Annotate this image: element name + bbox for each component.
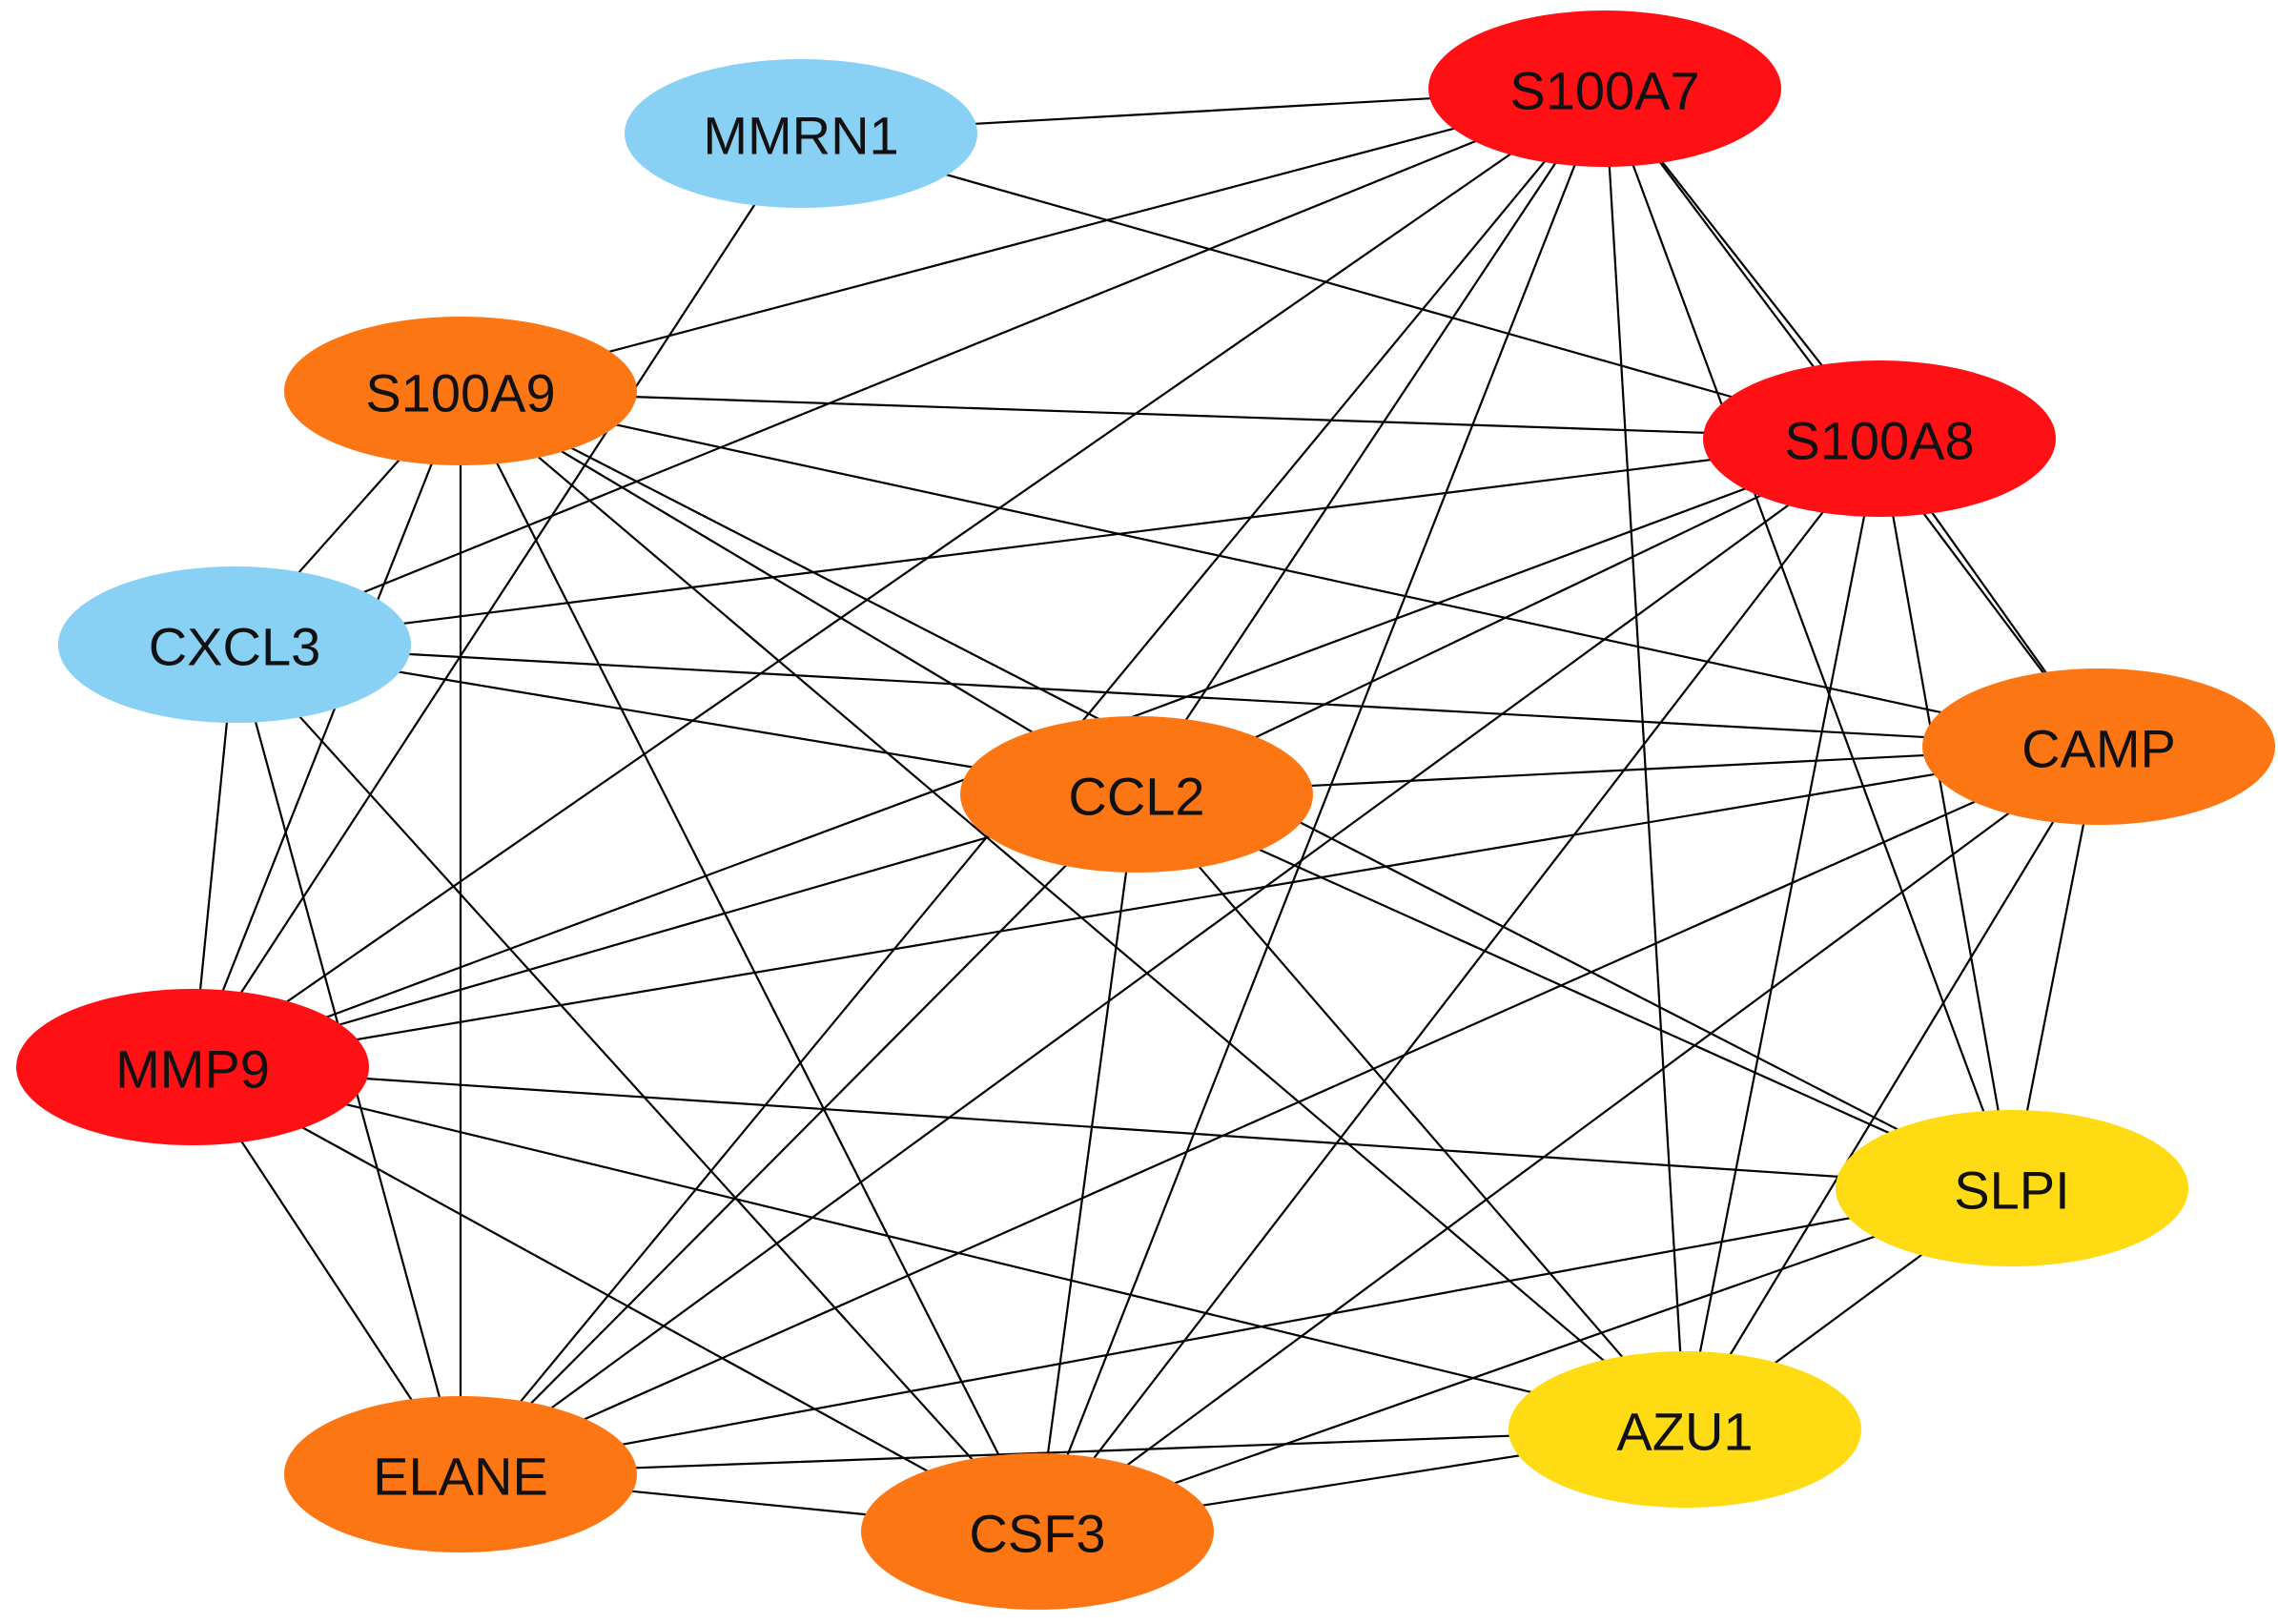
node-ellipse[interactable]	[1428, 10, 1781, 167]
edge-layer	[191, 87, 2101, 1533]
edge-s100a9-s100a8	[460, 389, 1880, 441]
node-label: S100A9	[365, 363, 555, 423]
edge-s100a8-elane	[460, 438, 1880, 1475]
edge-ccl2-slpi	[1136, 792, 2013, 1190]
edge-s100a7-s100a9	[460, 87, 1606, 393]
node-azu1[interactable]: AZU1	[1508, 1351, 1861, 1508]
edge-ccl2-mmp9	[192, 792, 1138, 1069]
edge-s100a7-mmp9	[192, 88, 1606, 1068]
edge-s100a7-slpi	[1603, 88, 2014, 1189]
edge-mmp9-csf3	[192, 1066, 1038, 1532]
node-s100a7[interactable]: S100A7	[1428, 10, 1781, 167]
edge-s100a8-azu1	[1683, 438, 1881, 1430]
node-elane[interactable]: ELANE	[284, 1396, 637, 1552]
edge-ccl2-csf3	[1036, 793, 1139, 1532]
node-ellipse[interactable]	[1836, 1110, 2188, 1266]
node-cxcl3[interactable]: CXCL3	[58, 566, 411, 723]
edge-camp-azu1	[1684, 746, 2100, 1430]
node-label: MMP9	[115, 1039, 270, 1100]
node-ellipse[interactable]	[284, 317, 637, 465]
node-label: CSF3	[969, 1504, 1105, 1564]
node-ellipse[interactable]	[625, 59, 977, 208]
edge-s100a9-ccl2	[460, 390, 1138, 795]
edge-s100a7-csf3	[1036, 88, 1607, 1532]
edge-camp-csf3	[1036, 746, 2100, 1532]
edge-s100a7-azu1	[1603, 88, 1687, 1430]
node-slpi[interactable]: SLPI	[1836, 1110, 2188, 1266]
edge-s100a9-mmp9	[191, 390, 462, 1068]
node-label: MMRN1	[703, 106, 898, 166]
edge-s100a9-azu1	[460, 390, 1686, 1430]
node-label: CAMP	[2021, 719, 2176, 779]
node-ellipse[interactable]	[861, 1453, 1214, 1610]
node-label: ELANE	[373, 1447, 548, 1507]
node-label: S100A7	[1509, 61, 1699, 121]
node-camp[interactable]: CAMP	[1922, 668, 2275, 825]
edge-s100a8-ccl2	[1136, 438, 1880, 795]
edge-s100a7-ccl2	[1136, 88, 1606, 795]
node-csf3[interactable]: CSF3	[861, 1453, 1214, 1610]
node-s100a9[interactable]: S100A9	[284, 317, 637, 465]
edge-mmp9-azu1	[192, 1065, 1686, 1431]
edge-s100a8-slpi	[1878, 438, 2014, 1189]
node-ellipse[interactable]	[58, 566, 411, 723]
node-ellipse[interactable]	[16, 989, 369, 1145]
edge-azu1-elane	[460, 1428, 1686, 1476]
edge-slpi-elane	[460, 1186, 2013, 1476]
node-label: AZU1	[1616, 1402, 1753, 1462]
node-s100a8[interactable]: S100A8	[1703, 360, 2056, 517]
edge-ccl2-elane	[460, 793, 1138, 1475]
edge-camp-mmp9	[192, 745, 2100, 1069]
edge-mmp9-slpi	[192, 1065, 2013, 1190]
node-label: S100A8	[1784, 411, 1974, 471]
edge-cxcl3-csf3	[234, 644, 1038, 1532]
edge-slpi-csf3	[1036, 1186, 2013, 1533]
node-ellipse[interactable]	[1508, 1351, 1861, 1508]
edge-ccl2-azu1	[1136, 793, 1686, 1430]
node-mmrn1[interactable]: MMRN1	[625, 59, 977, 208]
node-ellipse[interactable]	[1703, 360, 2056, 517]
edge-s100a9-camp	[460, 389, 2100, 749]
edge-mmrn1-mmp9	[192, 133, 802, 1068]
edge-mmrn1-s100a8	[800, 132, 1880, 441]
node-ellipse[interactable]	[1922, 668, 2275, 825]
node-label: CCL2	[1068, 767, 1204, 827]
edge-s100a9-csf3	[460, 390, 1038, 1532]
node-mmp9[interactable]: MMP9	[16, 989, 369, 1145]
node-ccl2[interactable]: CCL2	[960, 716, 1313, 873]
edge-s100a8-cxcl3	[234, 437, 1880, 647]
edge-cxcl3-camp	[234, 643, 2100, 749]
node-label: SLPI	[1954, 1161, 2069, 1221]
edge-s100a7-cxcl3	[234, 87, 1606, 647]
node-ellipse[interactable]	[960, 716, 1313, 873]
edge-camp-elane	[460, 745, 2100, 1476]
edge-s100a8-csf3	[1036, 438, 1880, 1532]
node-label: CXCL3	[149, 617, 321, 677]
node-ellipse[interactable]	[284, 1396, 637, 1552]
